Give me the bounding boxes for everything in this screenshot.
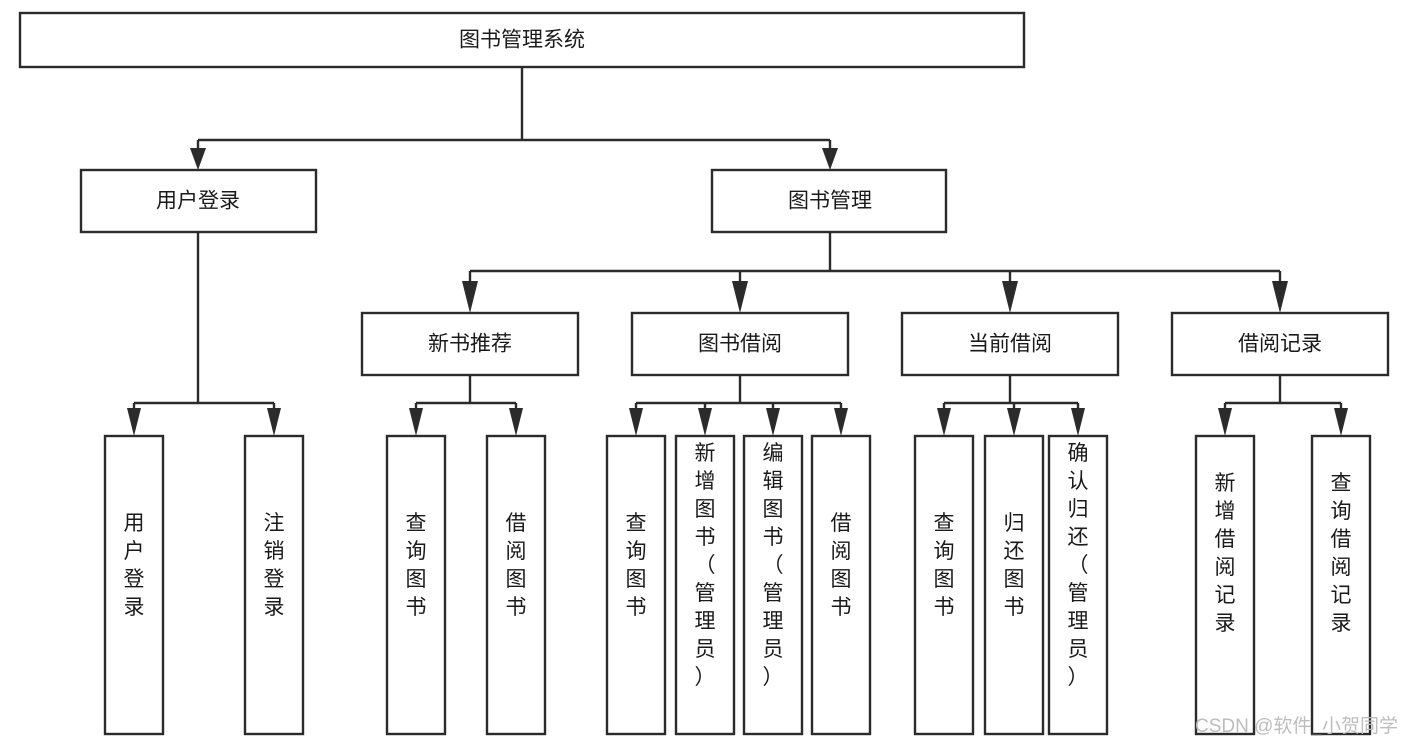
node-leaf-query-book-1-label: 查询图书: [406, 512, 427, 619]
node-leaf-borrow-book-1-box[interactable]: [485, 434, 547, 736]
node-leaf-confirm-return-label: 确认归还（管理员）: [1068, 442, 1089, 689]
node-new-book-rec[interactable]: 新书推荐: [360, 311, 580, 377]
node-leaf-add-book-label: 新增图书（管理员）: [695, 442, 716, 689]
node-leaf-add-book[interactable]: 新增图书（管理员）: [674, 434, 736, 736]
node-current-borrow-box[interactable]: [900, 311, 1120, 377]
arrow-head-leaf-add-record: [1218, 408, 1232, 436]
node-borrow-record[interactable]: 借阅记录: [1170, 311, 1390, 377]
node-book-borrow-box[interactable]: [630, 311, 850, 377]
node-book-borrow[interactable]: 图书借阅: [630, 311, 850, 377]
node-leaf-user-login-box[interactable]: [103, 434, 165, 736]
arrow-head-leaf-query-book-2: [629, 408, 643, 436]
node-leaf-confirm-return-box[interactable]: [1047, 434, 1109, 736]
arrow-head-leaf-borrow-book-2: [834, 408, 848, 436]
node-leaf-query-record-label: 查询借阅记录: [1331, 472, 1352, 635]
node-leaf-query-book-3-label: 查询图书: [934, 512, 955, 619]
node-leaf-add-book-box[interactable]: [674, 434, 736, 736]
node-new-book-rec-label: 新书推荐: [428, 333, 512, 356]
node-leaf-query-book-2[interactable]: 查询图书: [605, 434, 667, 736]
arrow-head-leaf-return-book: [1007, 408, 1021, 436]
node-leaf-query-book-3-box[interactable]: [913, 434, 975, 736]
arrow-head-leaf-confirm-return: [1071, 408, 1085, 436]
node-user-login-box[interactable]: [79, 168, 318, 234]
arrow-head-leaf-query-record: [1334, 408, 1348, 436]
node-leaf-borrow-book-2[interactable]: 借阅图书: [810, 434, 872, 736]
node-leaf-logout[interactable]: 注销登录: [243, 434, 305, 736]
node-leaf-logout-box[interactable]: [243, 434, 305, 736]
node-leaf-edit-book-box[interactable]: [742, 434, 804, 736]
arrow-head-leaf-edit-book: [766, 408, 780, 436]
node-leaf-user-login-label: 用户登录: [124, 512, 145, 619]
node-leaf-add-record-box[interactable]: [1194, 434, 1256, 736]
node-root[interactable]: 图书管理系统: [18, 11, 1026, 69]
node-leaf-user-login[interactable]: 用户登录: [103, 434, 165, 736]
node-leaf-query-record[interactable]: 查询借阅记录: [1310, 434, 1372, 736]
arrow-head-book-borrow: [732, 281, 748, 313]
node-leaf-query-book-2-box[interactable]: [605, 434, 667, 736]
node-leaf-confirm-return[interactable]: 确认归还（管理员）: [1047, 434, 1109, 736]
node-book-manage-box[interactable]: [710, 168, 948, 234]
node-user-login-label: 用户登录: [156, 190, 240, 213]
node-book-manage[interactable]: 图书管理: [710, 168, 948, 234]
node-leaf-borrow-book-1-label: 借阅图书: [506, 512, 527, 619]
node-borrow-record-label: 借阅记录: [1238, 333, 1322, 356]
arrow-head-current-borrow: [1002, 281, 1018, 313]
node-leaf-query-book-2-label: 查询图书: [626, 512, 647, 619]
node-leaf-edit-book-label: 编辑图书（管理员）: [763, 442, 784, 689]
node-leaf-return-book-box[interactable]: [983, 434, 1045, 736]
node-user-login[interactable]: 用户登录: [79, 168, 318, 234]
node-borrow-record-box[interactable]: [1170, 311, 1390, 377]
node-root-label: 图书管理系统: [459, 29, 585, 52]
node-current-borrow-label: 当前借阅: [968, 333, 1052, 356]
node-book-borrow-label: 图书借阅: [698, 333, 782, 356]
arrow-head-leaf-user-login: [127, 408, 141, 436]
node-leaf-borrow-book-1[interactable]: 借阅图书: [485, 434, 547, 736]
node-new-book-rec-box[interactable]: [360, 311, 580, 377]
node-root-box[interactable]: [18, 11, 1026, 69]
node-leaf-query-record-box[interactable]: [1310, 434, 1372, 736]
node-leaf-query-book-3[interactable]: 查询图书: [913, 434, 975, 736]
arrow-head-book-manage: [822, 148, 838, 170]
arrow-head-borrow-record: [1272, 281, 1288, 313]
arrow-head-leaf-query-book-3: [937, 408, 951, 436]
arrow-head-leaf-add-book: [698, 408, 712, 436]
node-leaf-add-record-label: 新增借阅记录: [1215, 472, 1236, 635]
node-leaf-return-book-label: 归还图书: [1004, 512, 1025, 619]
node-current-borrow[interactable]: 当前借阅: [900, 311, 1120, 377]
node-leaf-borrow-book-2-box[interactable]: [810, 434, 872, 736]
arrow-head-user-login: [190, 148, 206, 170]
node-leaf-edit-book[interactable]: 编辑图书（管理员）: [742, 434, 804, 736]
node-leaf-return-book[interactable]: 归还图书: [983, 434, 1045, 736]
node-leaf-query-book-1[interactable]: 查询图书: [385, 434, 447, 736]
edges-layer: [127, 67, 1348, 436]
arrow-head-leaf-borrow-book-1: [509, 408, 523, 436]
node-leaf-logout-label: 注销登录: [264, 512, 285, 619]
node-leaf-borrow-book-2-label: 借阅图书: [831, 512, 852, 619]
csdn-watermark: CSDN @软件_小贺同学: [1195, 715, 1398, 737]
arrow-head-leaf-logout: [267, 408, 281, 436]
node-leaf-add-record[interactable]: 新增借阅记录: [1194, 434, 1256, 736]
arrow-head-new-book-rec: [462, 281, 478, 313]
arrow-head-leaf-query-book-1: [409, 408, 423, 436]
node-book-manage-label: 图书管理: [788, 190, 872, 213]
node-leaf-query-book-1-box[interactable]: [385, 434, 447, 736]
